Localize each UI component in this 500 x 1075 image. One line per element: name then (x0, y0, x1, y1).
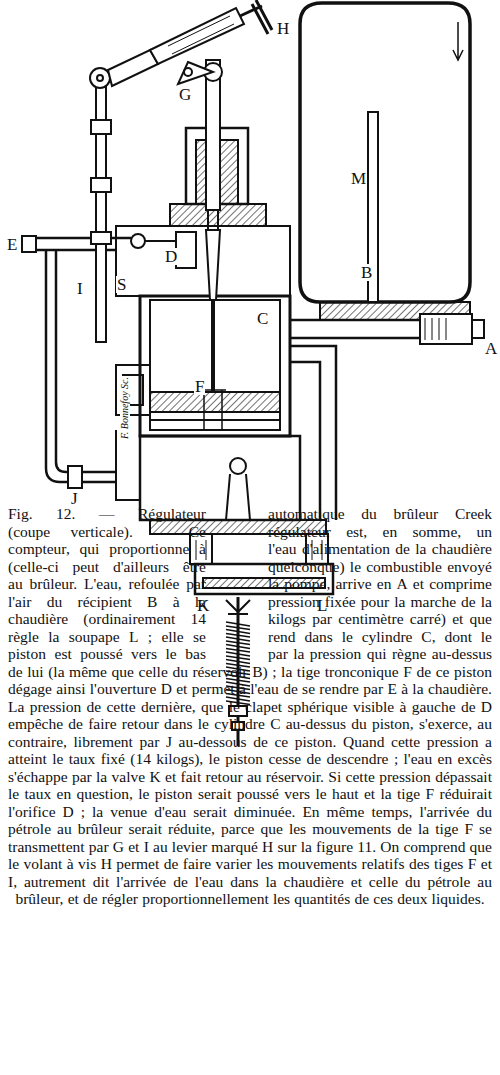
rod-collar (91, 178, 111, 192)
lever-g (108, 50, 158, 86)
opening-d (176, 232, 196, 268)
rod-f-taper (206, 230, 220, 300)
rod-guide (91, 232, 111, 244)
screw-housing (150, 8, 244, 64)
flow-arrow (453, 22, 463, 60)
piston-ring (150, 412, 280, 420)
union-thread (425, 318, 446, 340)
handwheel-h (252, 0, 272, 34)
part-letter: H (276, 20, 290, 37)
union-j (68, 466, 82, 488)
part-letter: E (6, 236, 18, 253)
lever-pin (97, 75, 103, 81)
piston (150, 392, 280, 412)
part-letter: G (178, 86, 192, 103)
boss-j (116, 430, 140, 500)
swivel-pin (184, 68, 192, 76)
part-letter: M (350, 170, 367, 187)
ball-check-valve (131, 234, 145, 248)
part-letter: J (70, 490, 79, 507)
engraver-signature: F. Bonnefoy Sc. (120, 376, 130, 440)
part-letter: F (194, 378, 205, 395)
part-letter: S (116, 276, 127, 293)
screw-thread (168, 16, 234, 54)
inlet-union (420, 314, 472, 344)
figure-caption: Fig.12.—RégulateurautomatiquedubrûleurCr… (8, 505, 492, 908)
upper-chamber (116, 226, 290, 296)
spring-seat (226, 600, 250, 614)
part-letter: A (484, 340, 498, 357)
piston-nut (200, 390, 226, 430)
lever-pivot (90, 68, 110, 88)
part-letter: B (360, 264, 373, 281)
part-letter: C (256, 310, 269, 327)
rod-collar (91, 120, 111, 134)
lower-pivot (230, 458, 246, 474)
lower-link (226, 474, 250, 520)
outlet-nozzle (22, 236, 36, 252)
inlet-nozzle (472, 320, 484, 338)
part-letter: D (164, 248, 178, 265)
check-passage (145, 240, 176, 242)
outlet-pipe (34, 238, 131, 250)
air-reservoir (300, 3, 470, 302)
part-letter: I (76, 280, 84, 297)
relief-passage (290, 346, 336, 520)
swivel-block (178, 62, 213, 84)
rod-f-upper (206, 60, 220, 210)
